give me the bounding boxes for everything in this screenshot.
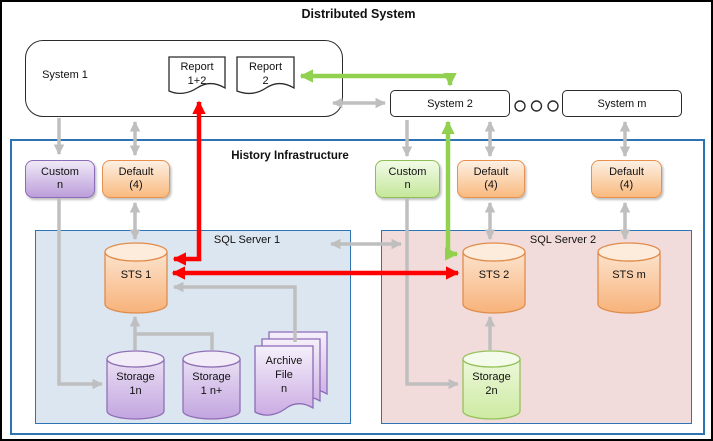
report-2-line2: 2 [262,75,269,87]
default-4-1-line1: Default [118,165,154,178]
system1-label: System 1 [42,69,88,81]
sql-server-2-region [381,230,692,424]
sql-server-2-label: SQL Server 2 [529,234,597,246]
default-4-2-line2: (4) [484,179,498,191]
storage2n-label: Storage 2n [463,370,520,398]
default-4-3-line1: Default [609,165,644,178]
custom-n-2-line1: Custom [388,165,427,178]
storage2n-line1: Storage [472,371,511,383]
ellipsis-circles [514,100,559,112]
default-4-3-box: Default (4) [591,160,662,198]
storage1n-label: Storage 1n [107,370,164,398]
report-2-line1: Report [248,61,283,73]
default-4-1-line2: (4) [129,179,143,191]
sql-server-1-label: SQL Server 1 [213,234,281,246]
system-m-label: System m [597,97,647,110]
sts-m-label: STS m [612,269,646,281]
system-m-box: System m [562,90,682,117]
storage1n-line2: 1n [129,385,142,397]
history-infrastructure-label: History Infrastructure [231,150,349,162]
report-1-2-label: Report 1+2 [169,60,225,88]
custom-n-2-line2: n [404,179,411,191]
archive-file-label: Archive File n [255,354,313,396]
custom-n-2-box: Custom n [375,160,440,198]
sts2-label: STS 2 [478,269,510,281]
custom-n-1-line2: n [56,179,64,191]
storage2n-line2: 2n [485,385,498,397]
custom-n-1-line1: Custom [41,165,79,178]
default-4-1-box: Default (4) [102,160,170,198]
archive-file-line1: Archive [265,355,303,367]
system2-box: System 2 [390,90,510,117]
report-2-label: Report 2 [237,60,294,88]
default-4-2-box: Default (4) [457,160,525,198]
storage1n-plus-label: Storage 1 n+ [183,370,240,398]
custom-n-1-box: Custom n [25,160,95,198]
storage1n-plus-line2: 1 n+ [200,385,223,397]
archive-file-line2: File [275,369,293,381]
archive-file-line3: n [280,383,288,395]
report-1-2-line1: Report [180,61,214,73]
report-1-2-line2: 1+2 [187,75,207,87]
storage1n-plus-line1: Storage [192,371,231,383]
sts1-label: STS 1 [120,269,152,281]
storage1n-line1: Storage [116,371,155,383]
default-4-3-line2: (4) [619,179,634,191]
diagram-title: Distributed System [301,7,416,21]
default-4-2-line1: Default [473,165,509,178]
system2-label: System 2 [427,97,473,110]
